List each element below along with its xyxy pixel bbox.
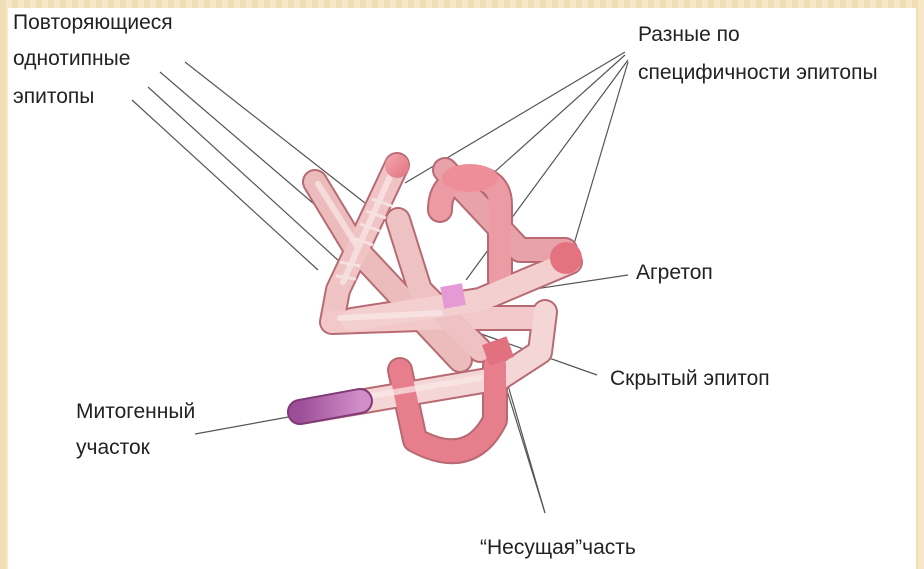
label-different-epitopes-line2: специфичности эпитопы xyxy=(638,58,878,87)
label-mitogenic-line2: участок xyxy=(76,433,150,462)
leader-line-carrier-2 xyxy=(505,375,545,513)
agretope-segment xyxy=(440,283,465,308)
label-repeated-epitopes-line3: эпитопы xyxy=(13,82,94,111)
epitope-cap-1 xyxy=(385,154,409,178)
mitogenic-segment xyxy=(300,401,360,412)
label-different-epitopes-line1: Разные по xyxy=(638,20,740,49)
label-repeated-epitopes-line1: Повторяющиеся xyxy=(13,8,173,37)
label-repeated-epitopes-line2: однотипные xyxy=(13,44,130,73)
epitope-cap-3 xyxy=(442,164,498,192)
label-mitogenic-line1: Митогенный xyxy=(76,397,195,426)
leader-line-diff-2 xyxy=(480,55,625,185)
leader-line-repeat-4 xyxy=(132,100,318,270)
label-carrier-part: “Несущая”часть xyxy=(480,533,636,562)
leader-line-diff-4 xyxy=(574,62,628,244)
leader-line-repeat-1 xyxy=(185,62,365,203)
label-agretope: Агретоп xyxy=(636,258,713,287)
label-hidden-epitope: Скрытый эпитоп xyxy=(610,364,770,393)
epitope-cap-2 xyxy=(550,242,582,274)
